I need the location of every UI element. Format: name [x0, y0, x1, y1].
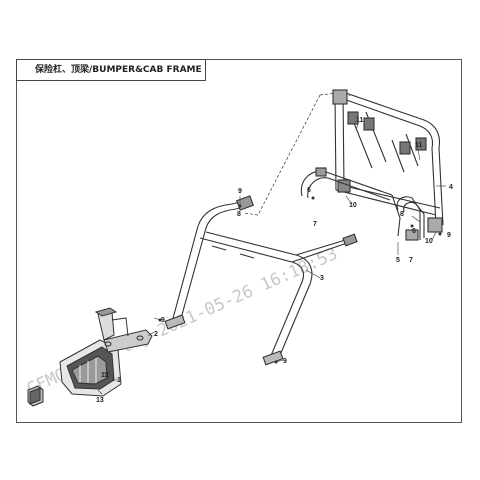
callout-9d: 9: [447, 232, 451, 239]
part-2-bumper-bracket: [94, 307, 153, 353]
title-box: 保险杠、顶梁/BUMPER&CAB FRAME: [16, 59, 206, 81]
callout-8b: 8: [400, 211, 404, 218]
callout-11a: 11: [356, 117, 364, 124]
fastener-symbols: [158, 196, 442, 364]
callout-5: 5: [396, 257, 400, 264]
callout-10b: 10: [425, 238, 433, 245]
part-5-side-bars: [300, 167, 425, 241]
part-3-front-rollbar: [164, 195, 358, 366]
callout-2: 2: [154, 331, 158, 338]
callout-11b: 11: [415, 142, 423, 149]
callout-6a: 6: [307, 187, 311, 194]
diagram-border: [16, 59, 462, 423]
callout-4: 4: [449, 184, 453, 191]
callout-1: 1: [117, 377, 121, 384]
callout-7b: 7: [409, 257, 413, 264]
callout-8a: 8: [237, 211, 241, 218]
callout-7a: 7: [313, 221, 317, 228]
diagram-title: 保险杠、顶梁/BUMPER&CAB FRAME: [35, 65, 202, 75]
callout-10a: 10: [349, 202, 357, 209]
callout-9b: 9: [161, 317, 165, 324]
part-4-rear-cab-frame: [332, 89, 444, 233]
callout-9a: 9: [238, 188, 242, 195]
assembly-dashed-lines: [242, 91, 351, 216]
callout-13: 13: [96, 397, 104, 404]
callout-3: 3: [320, 275, 324, 282]
callout-12: 12: [101, 372, 109, 379]
callout-labels: 1 2 3 4 5 6 6 7 7 8 8 9 9 9 9 10 10 11 1…: [96, 117, 453, 404]
callout-9c: 9: [283, 358, 287, 365]
callout-6b: 6: [412, 228, 416, 235]
